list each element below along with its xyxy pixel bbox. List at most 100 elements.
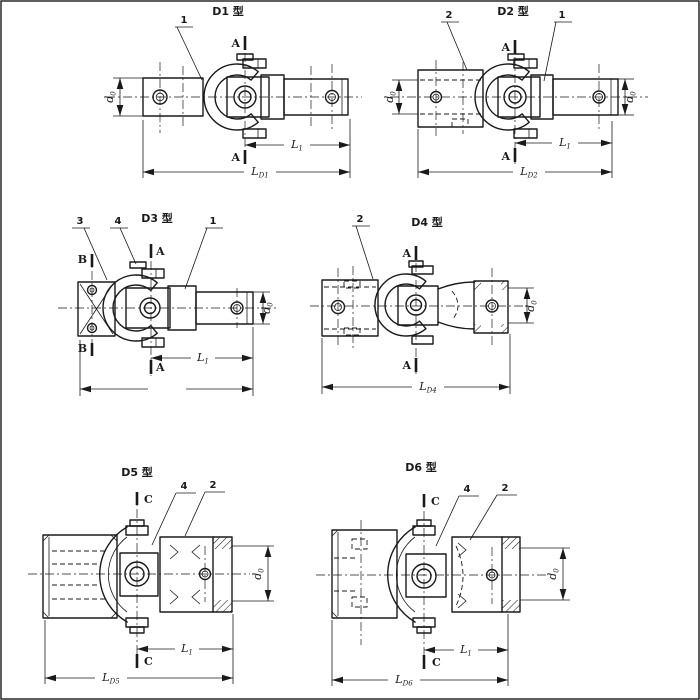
d6-title: D6 型 [405,460,437,474]
d2-right-shaft [530,64,619,130]
d2-length-dimensions: L1 LD2 [417,121,613,180]
d4-ld4-label: LD4 [418,380,436,395]
d3-section-b-bottom-label: B [78,342,87,355]
d6-left-housing [331,520,398,645]
d6-callout-4-label: 4 [464,484,471,495]
d4-d0-label: d0 [524,300,539,312]
d4-bell-housing [437,281,475,330]
d5-l1-label: L1 [180,642,193,657]
d6-length-dimensions: L1 LD6 [331,614,509,688]
d6-right-nut [451,536,521,613]
d1-right-shaft [260,64,349,130]
d5-left-housing [42,534,118,619]
d6-section-c-top-label: C [431,495,440,508]
d4-left-sleeve [321,266,379,350]
d1-section-a-top-label: A [230,37,240,50]
d1-section-a-bottom-label: A [230,151,240,164]
d3-callout-1-label: 1 [210,216,217,227]
d4-section-a-top-label: A [401,247,411,260]
d3-section-b-top-label: B [78,253,87,266]
d1-title: D1 型 [212,4,244,18]
d4-section-a: A A [401,246,418,374]
d6-d0-dimension: d0 [520,547,570,601]
diagram-d3: D3 型 3 4 1 B [58,211,278,396]
diagram-d4: D4 型 2 [310,214,539,395]
d3-section-b: B B [78,253,94,356]
d3-right-shaft [167,285,254,331]
d2-l1-label: L1 [558,136,571,151]
diagram-d1: D1 型 1 d0 [103,4,362,180]
d5-section-c-top-label: C [144,493,153,506]
d1-yoke [203,53,270,139]
d3-l1-label: L1 [196,351,209,366]
d6-callout-4: 4 [435,484,479,547]
d2-d0-left-label: d0 [383,91,398,103]
d6-ld6-label: LD6 [394,673,413,688]
d4-length-dimensions: LD4 [321,334,511,395]
d5-right-nut [159,536,233,613]
d3-d0-label: d0 [260,302,275,314]
d5-title: D5 型 [121,465,153,479]
d4-right-block [473,268,509,346]
d1-d0-dimension: d0 [103,77,143,117]
d3-section-a-top-label: A [155,245,165,258]
d6-callout-2: 2 [469,483,517,541]
d5-callout-2-label: 2 [210,480,217,491]
d3-length-dimensions: L1 [79,327,254,396]
d5-section-c-bottom-label: C [144,655,153,668]
diagram-d2: D2 型 2 1 d0 [383,4,648,180]
d2-left-sleeve [417,60,484,136]
d6-section-c: C C [422,494,441,669]
d1-callout-1: 1 [175,15,203,81]
d6-d0-label: d0 [546,568,561,580]
d4-callout-2: 2 [352,214,374,280]
d2-d0-right-dimension: d0 [618,78,638,116]
d5-callout-4: 4 [151,481,196,546]
d6-l1-label: L1 [459,643,472,658]
d2-d0-left-dimension: d0 [383,79,418,115]
d4-section-a-bottom-label: A [401,359,411,372]
d1-d0-label: d0 [103,91,118,103]
d1-length-dimensions: L1 LD1 [142,119,351,180]
d2-callout-2: 2 [441,10,468,71]
d5-d0-label: d0 [251,568,266,580]
d3-yoke [102,261,171,348]
d5-callout-2: 2 [184,480,225,537]
d4-yoke [374,260,439,345]
d2-yoke [474,53,541,139]
d2-d0-right-label: d0 [623,91,638,103]
d3-callout-3: 3 [72,216,108,281]
d2-callout-1: 1 [543,10,572,82]
d3-title: D3 型 [141,211,173,225]
diagram-d6: D6 型 4 2 [316,460,570,688]
d1-l1-label: L1 [290,138,303,153]
diagram-d5: D5 型 4 2 [28,465,274,686]
d3-section-a-bottom-label: A [155,361,165,374]
d2-section-a-bottom-label: A [500,150,510,163]
d1-callout-1-label: 1 [181,15,188,26]
d2-section-a-top-label: A [500,41,510,54]
d3-callout-4: 4 [110,216,137,265]
d5-length-dimensions: L1 LD5 [44,614,234,686]
d2-ld2-label: LD2 [519,165,538,180]
d3-d0-dimension: d0 [253,291,275,325]
d5-yoke [99,519,159,634]
d1-ld1-label: LD1 [250,165,268,180]
d4-d0-dimension: d0 [508,287,539,324]
d5-ld5-label: LD5 [101,671,120,686]
d5-d0-dimension: d0 [232,545,274,602]
d1-left-shaft [142,62,204,133]
d3-section-a: A A [149,244,165,376]
d4-title: D4 型 [411,215,443,229]
d5-section-c: C C [135,492,153,668]
d1-section-a: A A [230,36,247,164]
d4-callout-2-label: 2 [357,214,364,225]
d2-callout-2-label: 2 [446,10,453,21]
d3-callout-1: 1 [184,216,223,290]
d5-callout-4-label: 4 [181,481,188,492]
d6-section-c-bottom-label: C [432,656,441,669]
d3-callout-3-label: 3 [77,216,84,227]
